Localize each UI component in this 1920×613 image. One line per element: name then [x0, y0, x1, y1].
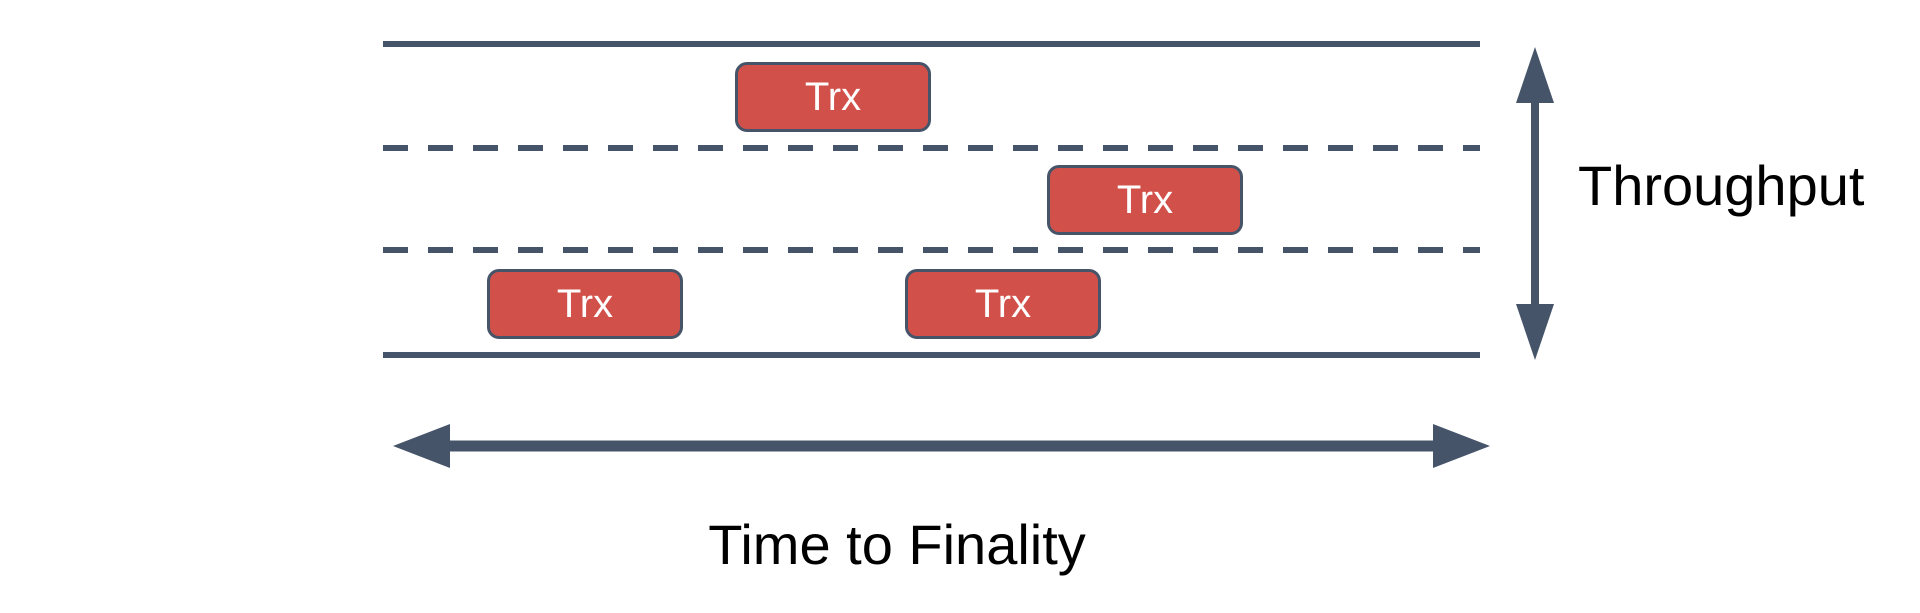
time-to-finality-arrow — [393, 424, 1490, 468]
trx-box-label: Trx — [804, 75, 862, 119]
time-to-finality-label: Time to Finality — [708, 513, 1086, 576]
time-to-finality-arrow-head-right — [1433, 424, 1490, 468]
time-to-finality-arrow-head-left — [393, 424, 450, 468]
trx-box-lane3-left: Trx — [487, 269, 683, 339]
throughput-arrow-head-up — [1516, 47, 1554, 103]
throughput-arrow — [1516, 47, 1554, 360]
throughput-label: Throughput — [1578, 154, 1865, 217]
trx-box-lane3-right: Trx — [905, 269, 1101, 339]
trx-box-lane2: Trx — [1047, 165, 1243, 235]
trx-box-label: Trx — [1116, 178, 1174, 222]
trx-box-label: Trx — [556, 282, 614, 326]
trx-box-lane1: Trx — [735, 62, 931, 132]
trx-box-label: Trx — [974, 282, 1032, 326]
throughput-arrow-head-down — [1516, 304, 1554, 360]
